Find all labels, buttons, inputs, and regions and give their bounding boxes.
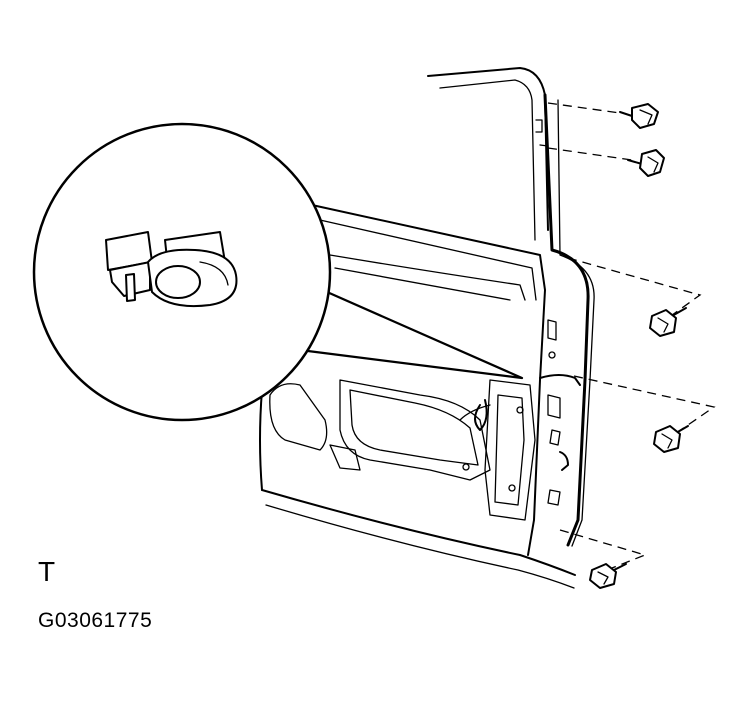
- door-frame: [259, 67, 595, 589]
- bolt-icon: [653, 425, 689, 453]
- figure-code-label: G03061775: [38, 609, 153, 632]
- bolt-leaders: [547, 102, 716, 569]
- view-mark-label: T: [38, 556, 56, 587]
- door-inner-panel: [269, 119, 581, 521]
- bolt-icon: [619, 103, 659, 129]
- clip-icon: [105, 231, 238, 308]
- bolt-icon: [649, 307, 687, 337]
- detail-leader: [298, 286, 524, 380]
- bolt-icon: [627, 149, 665, 177]
- bolt-icon: [589, 563, 627, 589]
